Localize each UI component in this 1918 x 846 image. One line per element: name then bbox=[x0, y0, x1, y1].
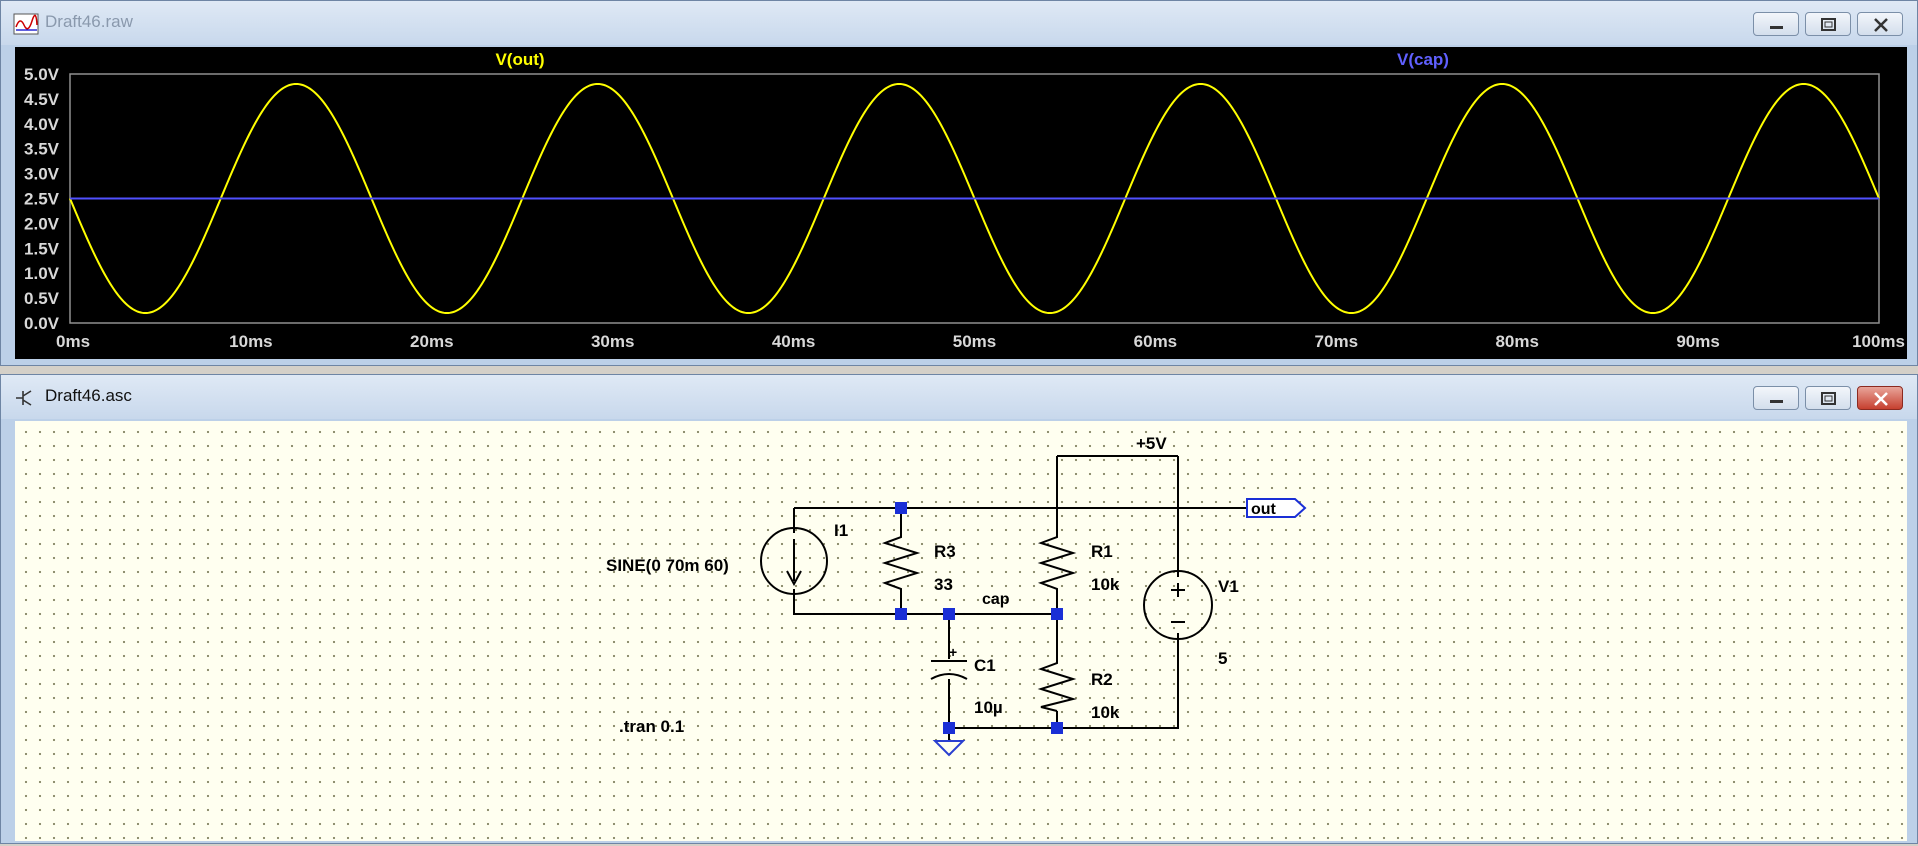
close-button[interactable] bbox=[1857, 12, 1903, 36]
x-tick-label: 10ms bbox=[229, 332, 272, 351]
label-v1[interactable]: V1 bbox=[1218, 577, 1239, 596]
x-tick-label: 50ms bbox=[953, 332, 996, 351]
label-c1-plus: + bbox=[949, 644, 957, 660]
waveform-app-icon bbox=[13, 13, 39, 35]
maximize-button[interactable] bbox=[1805, 12, 1851, 36]
capacitor-c1[interactable] bbox=[930, 660, 968, 680]
y-tick-label: 2.0V bbox=[24, 214, 60, 233]
current-source-i1[interactable] bbox=[760, 527, 828, 595]
junction-dot[interactable] bbox=[943, 608, 955, 620]
junction-dot[interactable] bbox=[943, 722, 955, 734]
waveform-window-title: Draft46.raw bbox=[45, 12, 133, 31]
x-tick-label: 20ms bbox=[410, 332, 453, 351]
net-label-out-text: out bbox=[1251, 501, 1277, 518]
schematic-window: Draft46.asc bbox=[0, 374, 1918, 844]
schematic-app-icon bbox=[16, 390, 32, 406]
junction-dot[interactable] bbox=[895, 502, 907, 514]
x-tick-label: 40ms bbox=[772, 332, 815, 351]
net-label-cap[interactable]: cap bbox=[982, 591, 1010, 608]
schematic-titlebar[interactable]: Draft46.asc bbox=[1, 375, 1917, 419]
label-r2[interactable]: R2 bbox=[1091, 670, 1113, 689]
label-r1[interactable]: R1 bbox=[1091, 542, 1113, 561]
trace-label-vout[interactable]: V(out) bbox=[495, 50, 544, 69]
x-tick-label: 90ms bbox=[1676, 332, 1719, 351]
y-tick-label: 1.0V bbox=[24, 264, 60, 283]
x-tick-label: 30ms bbox=[591, 332, 634, 351]
minimize-button[interactable] bbox=[1753, 386, 1799, 410]
minimize-button[interactable] bbox=[1753, 12, 1799, 36]
schematic-canvas[interactable]: out I1 SINE(0 70m 60) R3 33 R1 10k R2 10… bbox=[15, 421, 1907, 841]
spice-directive[interactable]: .tran 0.1 bbox=[619, 717, 684, 736]
y-tick-label: 3.5V bbox=[24, 140, 60, 159]
schematic-drawing[interactable]: out I1 SINE(0 70m 60) R3 33 R1 10k R2 10… bbox=[15, 421, 1907, 841]
waveform-chart[interactable]: 5.0V 4.5V 4.0V 3.5V 3.0V 2.5V 2.0V 1.5V 1.0V 0.5V… bbox=[15, 47, 1907, 359]
maximize-icon bbox=[1821, 18, 1836, 31]
minimize-icon bbox=[1770, 26, 1783, 29]
label-r1-value[interactable]: 10k bbox=[1091, 575, 1120, 594]
label-i1-value[interactable]: SINE(0 70m 60) bbox=[606, 556, 729, 575]
label-r3-value[interactable]: 33 bbox=[934, 575, 953, 594]
wire-i1-bottom[interactable] bbox=[793, 589, 1057, 615]
x-tick-label: 80ms bbox=[1495, 332, 1538, 351]
waveform-plot[interactable]: 5.0V 4.5V 4.0V 3.5V 3.0V 2.5V 2.0V 1.5V 1.0V 0.5V… bbox=[15, 47, 1907, 359]
y-tick-label: 4.5V bbox=[24, 90, 60, 109]
label-r2-value[interactable]: 10k bbox=[1091, 703, 1120, 722]
label-r3[interactable]: R3 bbox=[934, 542, 956, 561]
label-v1-value[interactable]: 5 bbox=[1218, 649, 1227, 668]
resistor-r2[interactable] bbox=[1037, 659, 1077, 712]
label-i1[interactable]: I1 bbox=[834, 521, 848, 540]
maximize-icon bbox=[1821, 392, 1836, 405]
y-tick-label: 5.0V bbox=[24, 65, 60, 84]
minimize-icon bbox=[1770, 400, 1783, 403]
label-supply-5v[interactable]: +5V bbox=[1136, 434, 1167, 453]
close-icon bbox=[1874, 18, 1888, 32]
ground-symbol[interactable] bbox=[932, 740, 966, 757]
y-tick-label: 2.5V bbox=[24, 190, 60, 209]
schematic-window-title: Draft46.asc bbox=[45, 386, 132, 405]
y-tick-label: 0.5V bbox=[24, 289, 60, 308]
waveform-window: Draft46.raw 5.0V 4.5V 4.0V 3.5V 3.0V 2.5V 2.0V… bbox=[0, 0, 1918, 366]
junction-dot[interactable] bbox=[1051, 722, 1063, 734]
close-button[interactable] bbox=[1857, 386, 1903, 410]
y-tick-label: 0.0V bbox=[24, 314, 60, 333]
y-tick-label: 4.0V bbox=[24, 115, 60, 134]
voltage-source-v1[interactable] bbox=[1143, 570, 1213, 640]
wire-v1-bottom[interactable] bbox=[949, 633, 1179, 729]
close-icon bbox=[1874, 392, 1888, 406]
resistor-r1[interactable] bbox=[1037, 533, 1077, 593]
x-tick-label: 60ms bbox=[1134, 332, 1177, 351]
y-tick-label: 3.0V bbox=[24, 165, 60, 184]
label-c1[interactable]: C1 bbox=[974, 656, 996, 675]
y-tick-label: 1.5V bbox=[24, 239, 60, 258]
label-c1-value[interactable]: 10µ bbox=[974, 698, 1003, 717]
x-tick-label: 0ms bbox=[56, 332, 90, 351]
junction-dot[interactable] bbox=[1051, 608, 1063, 620]
net-label-out[interactable]: out bbox=[1246, 498, 1307, 518]
waveform-titlebar[interactable]: Draft46.raw bbox=[1, 1, 1917, 45]
resistor-r3[interactable] bbox=[881, 533, 921, 593]
trace-label-vcap[interactable]: V(cap) bbox=[1397, 50, 1449, 69]
x-tick-label: 100ms bbox=[1852, 332, 1905, 351]
maximize-button[interactable] bbox=[1805, 386, 1851, 410]
junction-dot[interactable] bbox=[895, 608, 907, 620]
x-tick-label: 70ms bbox=[1315, 332, 1358, 351]
